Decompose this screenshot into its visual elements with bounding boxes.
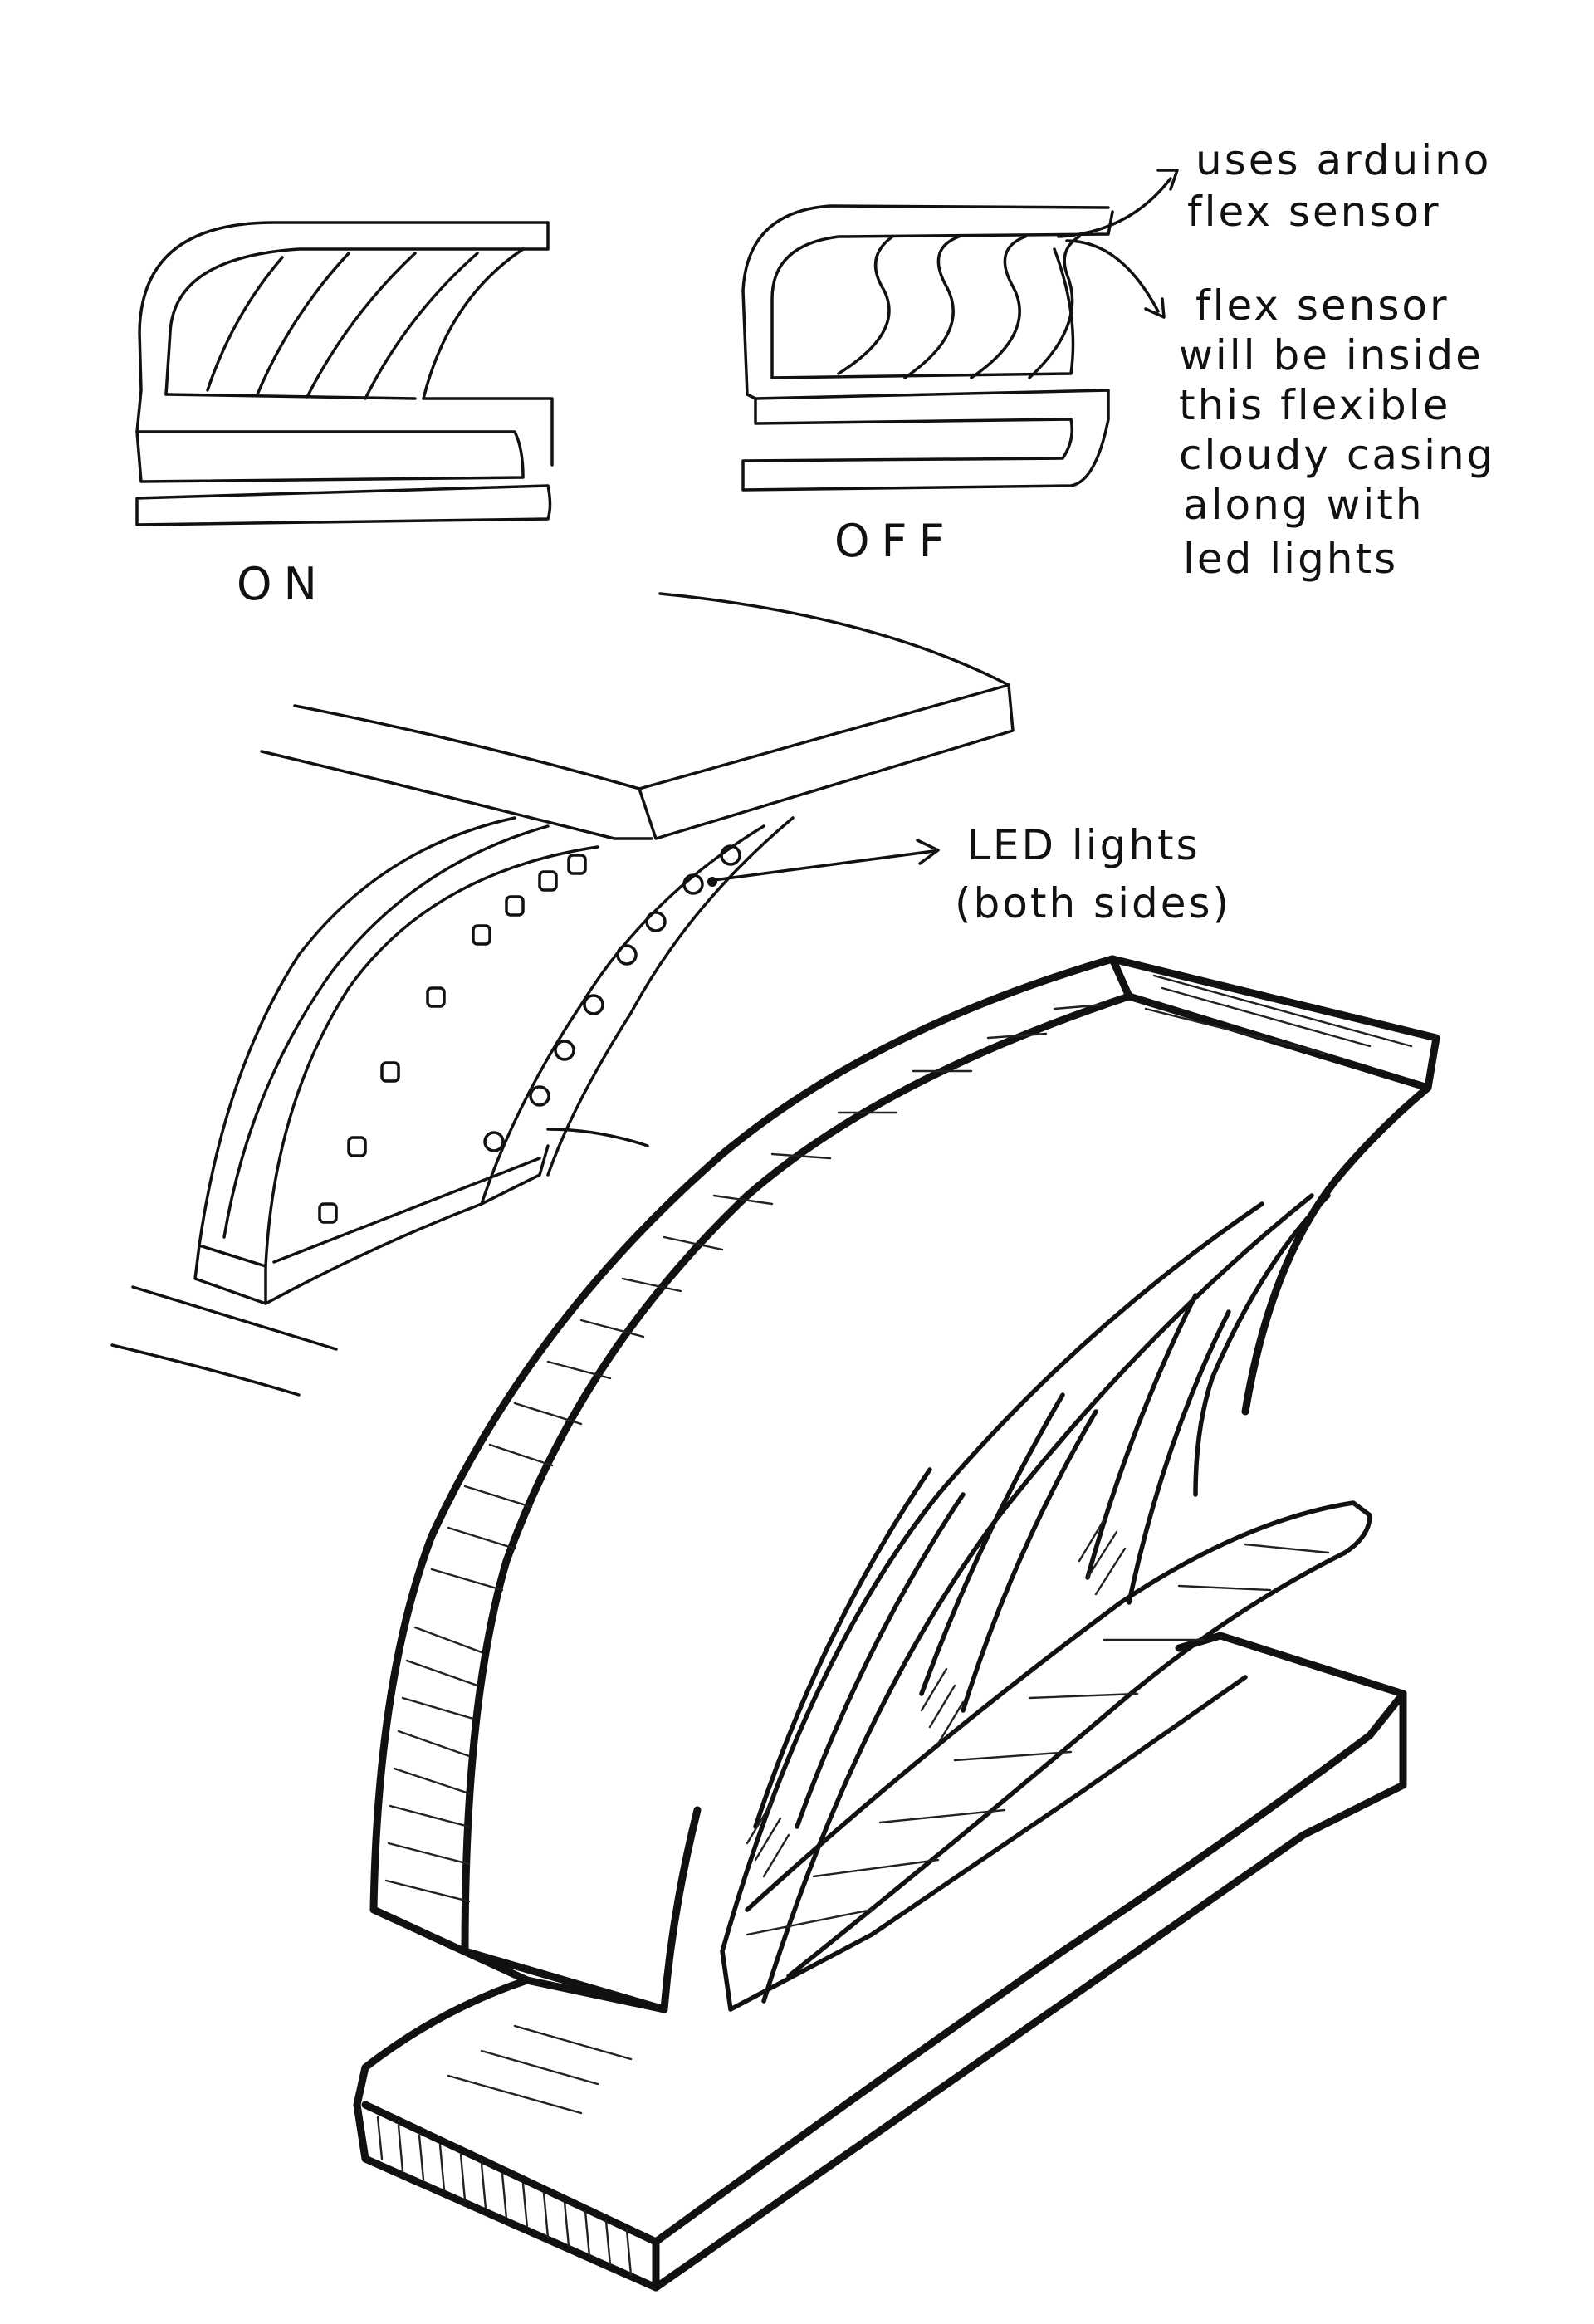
side-hatching — [384, 974, 1413, 1903]
casing-note-line3: this flexible — [1179, 381, 1450, 429]
lamp-3d-render — [353, 955, 1440, 2292]
led-note-line2: (both sides) — [955, 879, 1231, 927]
base-hatching — [376, 1543, 1330, 2277]
rib-shading — [746, 1518, 1127, 1878]
led-note-line1: LED lights — [967, 821, 1200, 869]
sensor-note-line1: uses arduino — [1196, 136, 1491, 184]
led-lights-left-row — [318, 854, 587, 1224]
casing-note-line6: led lights — [1183, 535, 1398, 583]
casing-note-line2: will be inside — [1179, 331, 1484, 379]
off-label: OFF — [834, 515, 956, 567]
off-state-sketch: OFF — [741, 204, 1114, 567]
led-lights-right-row — [483, 844, 741, 1152]
sensor-annotation-arrows — [1057, 169, 1179, 319]
casing-note-line5: along with — [1183, 481, 1425, 529]
sensor-note-line2: flex sensor — [1187, 188, 1441, 236]
on-state-sketch: ON — [135, 221, 554, 610]
led-arch-sketch — [110, 592, 1015, 1397]
on-label: ON — [237, 558, 329, 610]
casing-note-line4: cloudy casing — [1179, 431, 1495, 479]
casing-note-line1: flex sensor — [1196, 281, 1450, 330]
